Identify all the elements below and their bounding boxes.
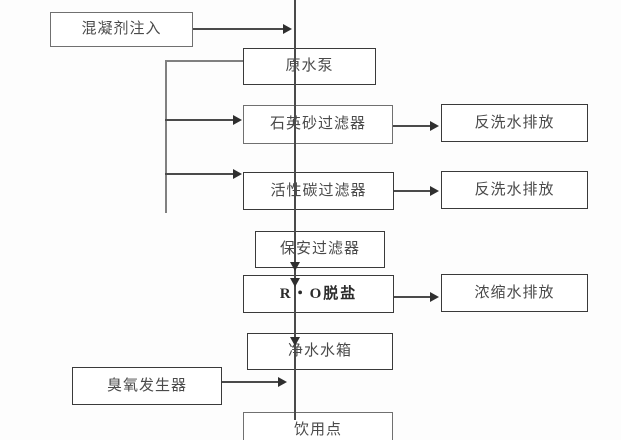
node-label: 浓缩水排放 [474,284,555,301]
node-drinking-point[interactable]: 饮用点 [243,412,393,440]
node-concentrate-discharge[interactable]: 浓缩水排放 [441,274,588,312]
main-process-line-carbon-to-security [294,210,296,231]
main-line-through-ro [294,275,296,313]
main-process-line-quartz-to-carbon [294,144,296,172]
main-line-through-quartz [294,105,296,144]
node-label: 活性碳过滤器 [270,182,367,199]
arrow-ozone-to-main [278,377,287,387]
edge-feedback-to-carbon-filter [165,173,234,175]
node-ro-desalination[interactable]: R・O脱盐 [243,275,394,313]
node-label: 饮用点 [293,421,342,438]
node-label: 臭氧发生器 [106,377,187,394]
edge-carbon-to-backwash [394,190,434,192]
arrow-into-carbon-filter [233,169,242,179]
main-process-line-security-to-ro [294,268,296,275]
arrow-into-concentrate-discharge [430,292,439,302]
node-label: 原水泵 [285,58,334,74]
node-label: 石英砂过滤器 [269,116,366,132]
arrow-into-backwash-discharge-1 [430,121,439,131]
node-label: 混凝剂注入 [81,21,162,37]
node-label: 反洗水排放 [474,181,555,198]
arrow-into-backwash-discharge-2 [430,186,439,196]
arrow-into-ro-desalination [290,278,300,287]
node-raw-water-pump[interactable]: 原水泵 [243,48,376,85]
node-security-filter[interactable]: 保安过滤器 [255,231,385,268]
node-label: 净水水箱 [287,343,352,359]
main-line-through-tank [294,333,296,370]
arrow-into-security-filter [290,262,300,271]
edge-quartz-to-backwash [393,125,434,127]
feedback-riser-line [165,60,167,213]
main-process-line-ro-to-tank [294,313,296,333]
edge-pump-to-feedback [165,60,244,62]
main-line-through-security [294,231,296,268]
node-label: 反洗水排放 [474,114,555,131]
node-backwash-discharge-1[interactable]: 反洗水排放 [441,104,588,142]
arrow-coagulant-to-main [283,24,292,34]
arrow-into-clean-water-tank [290,337,300,346]
main-process-line-top [294,0,296,48]
edge-ozone-to-main [222,381,282,383]
arrow-into-quartz-filter [233,115,242,125]
node-label: 保安过滤器 [279,241,360,257]
node-clean-water-tank[interactable]: 净水水箱 [247,333,393,370]
edge-ro-to-concentrate [394,296,434,298]
main-line-through-pump [294,48,296,85]
main-line-through-carbon [294,172,296,210]
node-ozone-generator[interactable]: 臭氧发生器 [72,367,222,405]
main-process-line-tank-to-drinking [294,370,296,412]
node-quartz-sand-filter[interactable]: 石英砂过滤器 [243,105,393,144]
edge-feedback-to-quartz-filter [165,119,234,121]
main-process-line-pump-to-quartz [294,85,296,105]
node-label: R・O脱盐 [279,285,358,302]
edge-coagulant-to-main [193,28,290,30]
node-activated-carbon-filter[interactable]: 活性碳过滤器 [243,172,394,210]
main-line-through-drinking [294,412,296,420]
node-backwash-discharge-2[interactable]: 反洗水排放 [441,171,588,209]
node-coagulant-injection[interactable]: 混凝剂注入 [50,12,193,47]
